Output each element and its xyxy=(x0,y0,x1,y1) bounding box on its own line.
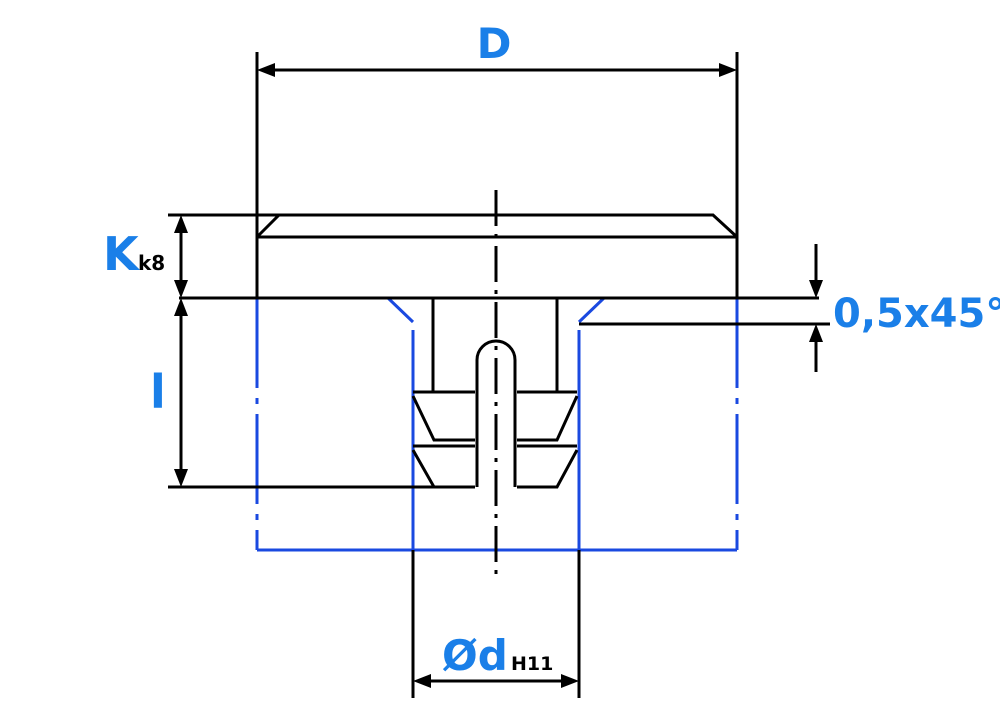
dimension-d-label: Ød xyxy=(442,631,508,680)
dimension-l xyxy=(168,298,433,489)
dimension-D-label: D xyxy=(477,19,512,68)
dimension-d-tolerance: H11 xyxy=(511,653,553,675)
dimension-D xyxy=(255,52,739,237)
rivet-head xyxy=(179,213,819,300)
chamfer-label: 0,5x45° xyxy=(833,291,1000,337)
dimension-chamfer xyxy=(579,244,830,372)
dimension-K xyxy=(168,213,279,298)
rivet-shank xyxy=(411,298,579,489)
dimension-l-label: l xyxy=(150,365,166,419)
dimension-K-tolerance: k8 xyxy=(138,251,165,275)
dimension-K-label: K xyxy=(103,227,141,281)
dimension-d xyxy=(411,550,581,698)
